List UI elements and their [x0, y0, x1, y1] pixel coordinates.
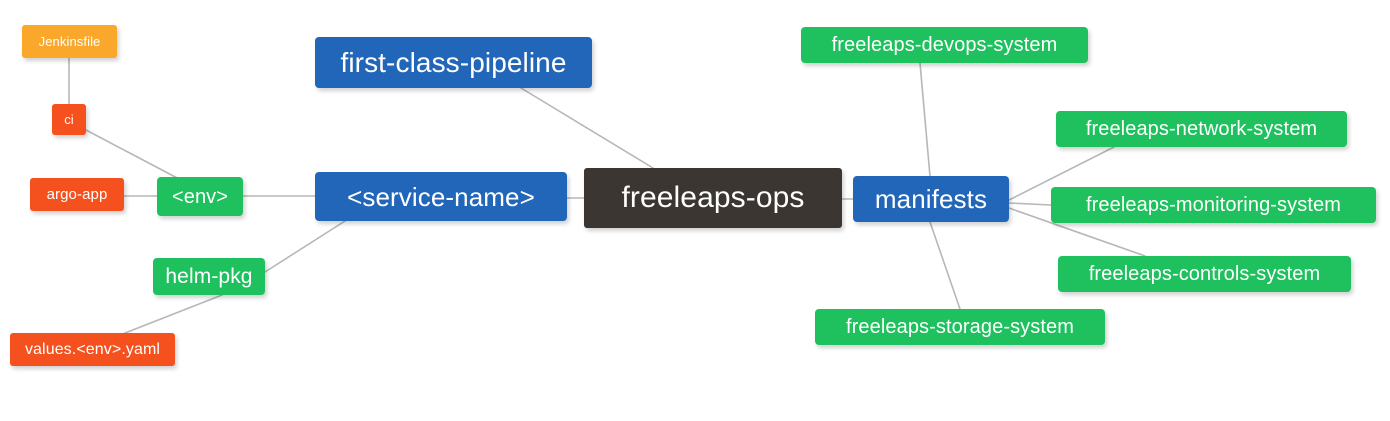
node-helm-pkg[interactable]: helm-pkg [153, 258, 265, 295]
edge-manifests-to-freeleaps-devops-system [919, 62, 931, 177]
node-label: values.<env>.yaml [24, 340, 161, 358]
node-label: freeleaps-devops-system [831, 34, 1058, 56]
edge-manifests-to-freeleaps-storage-system [929, 221, 961, 310]
node-label: helm-pkg [165, 265, 253, 288]
node-freeleaps-network-system[interactable]: freeleaps-network-system [1056, 111, 1347, 147]
node-label: freeleaps-controls-system [1088, 263, 1321, 285]
edge-first-class-pipeline-to-freeleaps-ops [520, 87, 654, 169]
node-first-class-pipeline[interactable]: first-class-pipeline [315, 37, 592, 88]
edge-helm-pkg-to-values-yaml [119, 294, 223, 336]
node-label: freeleaps-monitoring-system [1085, 194, 1341, 216]
node-label: freeleaps-network-system [1085, 118, 1318, 140]
node-jenkinsfile[interactable]: Jenkinsfile [22, 25, 117, 58]
edge-manifests-to-freeleaps-monitoring-system [1008, 202, 1052, 206]
node-argo-app[interactable]: argo-app [30, 178, 124, 211]
node-label: freeleaps-ops [621, 181, 805, 214]
node-freeleaps-devops-system[interactable]: freeleaps-devops-system [801, 27, 1088, 63]
node-freeleaps-ops[interactable]: freeleaps-ops [584, 168, 842, 228]
node-freeleaps-storage-system[interactable]: freeleaps-storage-system [815, 309, 1105, 345]
node-manifests[interactable]: manifests [853, 176, 1009, 222]
node-env[interactable]: <env> [157, 177, 243, 216]
node-freeleaps-controls-system[interactable]: freeleaps-controls-system [1058, 256, 1351, 292]
node-label: <service-name> [347, 181, 535, 212]
node-ci[interactable]: ci [52, 104, 86, 135]
node-label: Jenkinsfile [38, 34, 101, 49]
node-label: argo-app [46, 186, 108, 203]
node-service-name[interactable]: <service-name> [315, 172, 567, 221]
node-values-yaml[interactable]: values.<env>.yaml [10, 333, 175, 366]
edge-service-name-to-helm-pkg [264, 220, 346, 273]
node-label: first-class-pipeline [340, 46, 567, 78]
node-label: <env> [171, 185, 229, 208]
node-label: ci [64, 112, 74, 127]
node-label: freeleaps-storage-system [845, 316, 1075, 338]
node-label: manifests [874, 184, 988, 214]
node-freeleaps-monitoring-system[interactable]: freeleaps-monitoring-system [1051, 187, 1376, 223]
